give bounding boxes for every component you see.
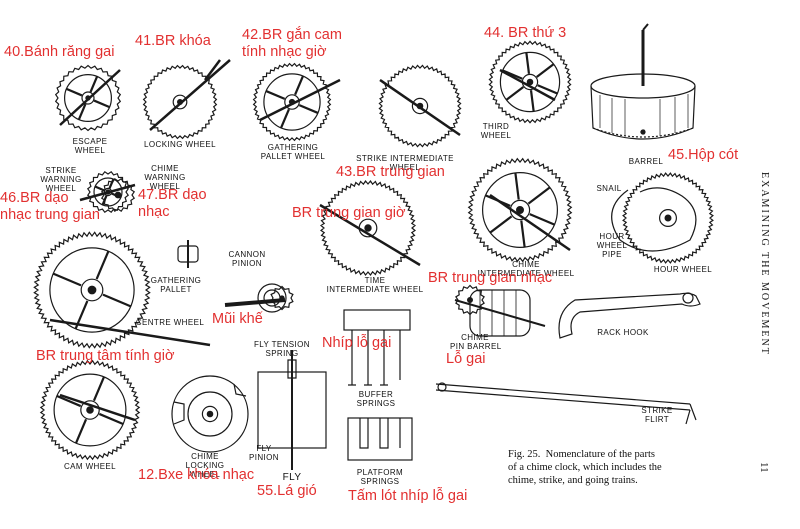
annotation-47: 47.BR dạo nhạc <box>138 187 207 220</box>
annotation-tam-lot-nhip: Tấm lót nhíp lỗ gai <box>348 488 468 504</box>
strike-warning-wheel-gear <box>86 170 130 214</box>
annotation-41: 41.BR khóa <box>135 33 211 49</box>
side-heading: EXAMINING THE MOVEMENT <box>759 172 770 356</box>
chime-pin-barrel-drawing <box>454 289 546 337</box>
platform-springs-drawing <box>347 417 413 461</box>
annotation-br-trung-gian-gio: BR trung gian giờ <box>292 205 406 221</box>
locking-wheel-gear <box>142 64 218 140</box>
annotation-42: 42.BR gắn cam tính nhạc giờ <box>242 27 342 60</box>
chime-intermediate-wheel-gear <box>467 157 573 263</box>
gathering-pallet-wheel-gear <box>252 62 332 142</box>
annotation-lo-gai: Lỗ gai <box>446 351 486 367</box>
cam-wheel-gear <box>39 359 141 461</box>
gathering-pallet-drawing <box>177 240 199 268</box>
label-barrel: BARREL <box>628 157 664 166</box>
label-chime-warning-wheel: CHIME WARNING WHEEL <box>144 164 186 191</box>
label-fly: FLY <box>282 472 302 483</box>
chime-locking-notches <box>171 375 249 453</box>
rack-hook-drawing <box>558 292 701 339</box>
annotation-mui-khe: Mũi khế <box>212 311 263 327</box>
strike-flirt-drawing <box>435 382 697 425</box>
barrel-ring-gear <box>640 129 646 135</box>
label-rack-hook: RACK HOOK <box>597 328 649 337</box>
annotation-46: 46.BR dạo nhạc trung gian <box>0 190 100 223</box>
chime-locking-wheel-gear <box>201 405 219 423</box>
cannon-pinion-drawing <box>224 283 287 313</box>
label-snail: SNAIL <box>596 184 622 193</box>
label-fly-tension-spring: FLY TENSION SPRING <box>254 340 310 358</box>
annotation-40: 40.Bánh răng gai <box>4 44 115 60</box>
label-strike-flirt: STRIKE FLIRT <box>641 406 673 424</box>
label-buffer-springs: BUFFER SPRINGS <box>356 390 396 408</box>
label-gathering-pallet-wheel: GATHERING PALLET WHEEL <box>260 143 326 161</box>
label-strike-intermediate-wheel: STRIKE INTERMEDIATE WHEEL <box>356 154 454 172</box>
fly-drawing <box>257 350 327 470</box>
chime-warning-wheel-gear <box>100 177 136 213</box>
label-gathering-pallet: GATHERING PALLET <box>150 276 202 294</box>
snail-drawing <box>611 187 697 252</box>
escape-wheel-gear <box>54 64 122 132</box>
annotation-45: 45.Hộp cót <box>668 147 739 163</box>
annotation-43: 43.BR trung gian <box>336 164 445 180</box>
page-number: 11 <box>758 462 770 473</box>
label-third-wheel: THIRD WHEEL <box>480 122 512 140</box>
figure-caption-line-2: of a chime clock, which includes the <box>508 462 662 473</box>
label-fly-pinion: FLY PINION <box>249 444 279 462</box>
label-chime-intermediate-wheel: CHIME INTERMEDIATE WHEEL <box>477 260 575 278</box>
label-escape-wheel: ESCAPE WHEEL <box>72 137 108 155</box>
label-centre-wheel: CENTRE WHEEL <box>135 318 205 327</box>
buffer-springs-drawing <box>343 309 411 386</box>
time-intermediate-wheel-gear <box>319 179 417 277</box>
label-hour-wheel-pipe: HOUR WHEEL PIPE <box>596 232 628 259</box>
annotation-55: 55.Lá gió <box>257 483 317 499</box>
label-cannon-pinion: CANNON PINION <box>228 250 266 268</box>
label-hour-wheel: HOUR WHEEL <box>653 265 713 274</box>
label-strike-warning-wheel: STRIKE WARNING WHEEL <box>40 166 82 193</box>
barrel-drawing <box>590 23 696 140</box>
annotation-nhip-lo-gai: Nhíp lỗ gai <box>322 335 392 351</box>
label-chime-locking-wheel: CHIME LOCKING WHEEL <box>185 452 225 479</box>
annotation-br-trung-tam-tinh-gio: BR trung tâm tính giờ <box>36 348 175 364</box>
figure-caption-line-3: chime, strike, and going trains. <box>508 475 638 486</box>
third-wheel-gear <box>488 40 572 124</box>
figure-caption-line-1: Fig. 25. Nomenclature of the parts <box>508 449 655 460</box>
label-cam-wheel: CAM WHEEL <box>63 462 117 471</box>
annotation-44: 44. BR thứ 3 <box>484 25 567 41</box>
centre-wheel-gear <box>33 231 151 349</box>
annotation-12: 12.Bxe khóa nhạc <box>138 467 255 483</box>
label-platform-springs: PLATFORM SPRINGS <box>356 468 404 486</box>
annotation-br-trung-gian-nhac: BR trung gian nhạc <box>428 270 553 286</box>
label-locking-wheel: LOCKING WHEEL <box>144 140 216 149</box>
label-chime-pin-barrel: CHIME PIN BARREL <box>450 333 502 351</box>
hour-wheel-gear <box>622 172 714 264</box>
label-time-intermediate-wheel: TIME INTERMEDIATE WHEEL <box>326 276 424 294</box>
